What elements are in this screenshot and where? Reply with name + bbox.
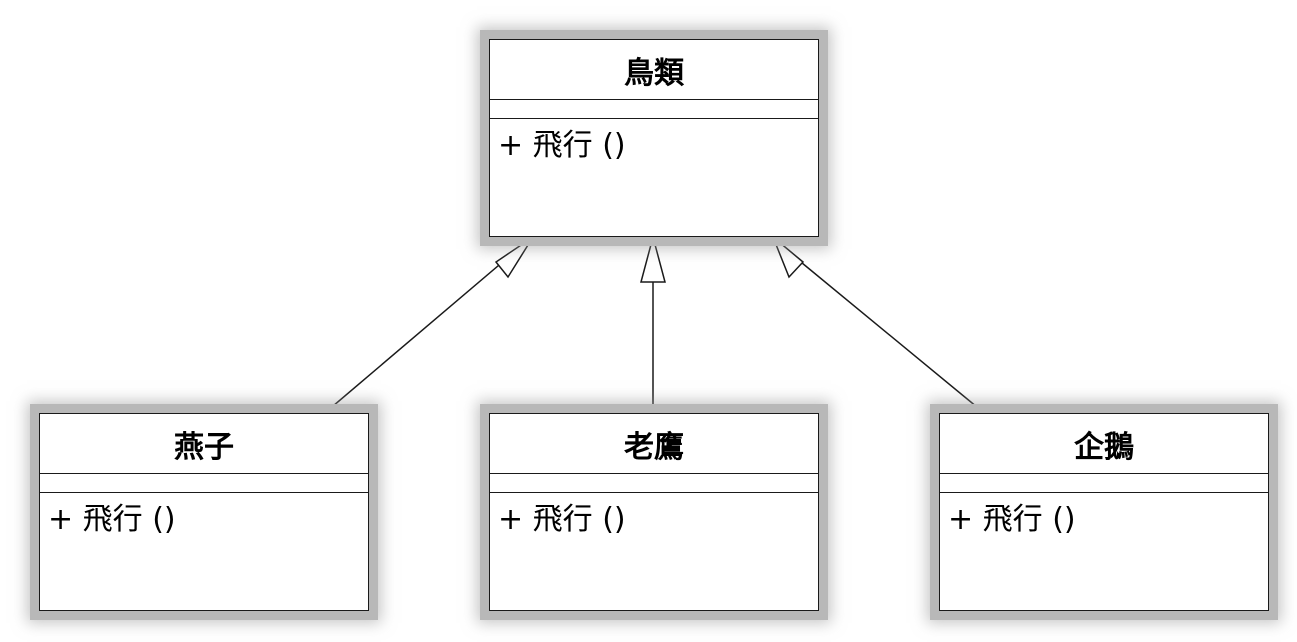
operations-compartment: + 飛行 () xyxy=(490,119,818,165)
class-name: 燕子 xyxy=(40,414,368,474)
inheritance-arrowhead-icon xyxy=(772,236,805,279)
attributes-compartment xyxy=(490,100,818,119)
generalization-penguin-to-bird xyxy=(772,236,984,413)
class-box-penguin[interactable]: 企鵝 + 飛行 () xyxy=(939,413,1269,611)
generalization-eagle-to-bird xyxy=(640,234,666,412)
operations-compartment: + 飛行 () xyxy=(40,493,368,539)
operations-compartment: + 飛行 () xyxy=(940,493,1268,539)
operation-fly: + 飛行 () xyxy=(498,502,626,537)
class-box-eagle[interactable]: 老鷹 + 飛行 () xyxy=(489,413,819,611)
operation-fly: + 飛行 () xyxy=(948,502,1076,537)
class-name: 企鵝 xyxy=(940,414,1268,474)
class-box-swallow[interactable]: 燕子 + 飛行 () xyxy=(39,413,369,611)
attributes-compartment xyxy=(490,474,818,493)
class-name: 老鷹 xyxy=(490,414,818,474)
operation-fly: + 飛行 () xyxy=(48,502,176,537)
operation-fly: + 飛行 () xyxy=(498,128,626,163)
attributes-compartment xyxy=(40,474,368,493)
operations-compartment: + 飛行 () xyxy=(490,493,818,539)
inheritance-arrowhead-icon xyxy=(640,234,666,283)
inheritance-arrowhead-icon xyxy=(494,236,534,279)
generalization-swallow-to-bird xyxy=(325,236,534,413)
class-name: 鳥類 xyxy=(490,40,818,100)
class-box-bird[interactable]: 鳥類 + 飛行 () xyxy=(489,39,819,237)
attributes-compartment xyxy=(940,474,1268,493)
